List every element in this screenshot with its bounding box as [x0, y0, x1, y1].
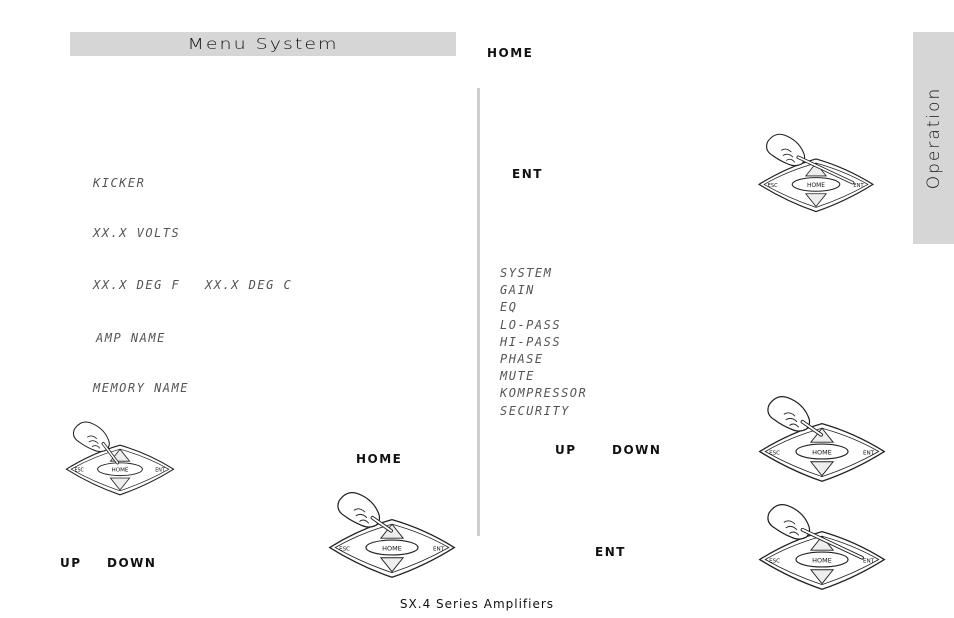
display-line-kicker: KICKER [93, 176, 146, 190]
keypad-esc-label: ESC [769, 558, 780, 564]
page-footer: SX.4 Series Amplifiers [399, 597, 555, 611]
down-key-label: DOWN [107, 556, 157, 570]
keypad-esc-label: ESC [74, 468, 84, 474]
down-key-label-right: DOWN [612, 443, 662, 457]
keypad-esc-label: ESC [339, 546, 350, 552]
up-key-label: UP [60, 556, 82, 570]
keypad-home-label: HOME [807, 182, 825, 189]
keypad-home-label: HOME [812, 448, 832, 456]
keypad-ent-label: ENT [853, 183, 864, 189]
menu-list: SYSTEM GAIN EQ LO-PASS HI-PASS PHASE MUT… [500, 265, 587, 420]
keypad-ent-right-bottom: HOME ESC ENT [758, 504, 886, 590]
ent-key-label-bottom: ENT [595, 545, 626, 559]
keypad-home-label: HOME [112, 468, 129, 474]
keypad-up-left: HOME ESC ENT [328, 492, 456, 578]
menu-item-kompressor: KOMPRESSOR [500, 386, 588, 401]
display-line-volts: XX.X VOLTS [93, 226, 181, 240]
menu-item-lo-pass: LO-PASS [500, 317, 562, 332]
keypad-esc-label: ESC [768, 183, 778, 189]
menu-item-gain: GAIN [500, 283, 535, 298]
home-key-label: HOME [356, 452, 403, 466]
pointing-hand-icon [767, 396, 823, 437]
side-tab-label: Operation [923, 86, 944, 190]
pointing-hand-icon [72, 421, 120, 465]
menu-item-eq: EQ [500, 300, 518, 315]
side-tab: Operation [913, 32, 954, 244]
display-line-deg-c: XX.X DEG C [205, 278, 293, 292]
column-divider [477, 88, 480, 536]
down-arrow-icon [379, 557, 405, 573]
pointing-hand-icon [766, 133, 855, 185]
section-title-bar: Menu System [70, 32, 456, 56]
down-arrow-icon [109, 477, 131, 491]
display-line-amp-name: AMP NAME [96, 331, 166, 345]
keypad-ent-label: ENT [433, 546, 445, 552]
keypad-up-right: HOME ESC ENT [758, 396, 886, 482]
keypad-home-label: HOME [812, 556, 832, 564]
down-arrow-icon [804, 193, 828, 208]
ent-key-label: ENT [512, 167, 543, 181]
display-line-deg-f: XX.X DEG F [93, 278, 181, 292]
keypad-esc-label: ESC [769, 450, 780, 456]
down-arrow-icon [809, 569, 835, 585]
pointing-hand-icon [767, 504, 864, 560]
up-key-label-right: UP [555, 443, 577, 457]
keypad-home-left: HOME ESC ENT [65, 421, 175, 496]
display-line-memory-name: MEMORY NAME [93, 381, 189, 395]
menu-item-phase: PHASE [500, 352, 544, 367]
home-key-label-top: HOME [487, 46, 534, 60]
page-title: Menu System [187, 35, 339, 53]
menu-item-mute: MUTE [500, 369, 535, 384]
keypad-ent-label: ENT [863, 558, 875, 564]
pointing-hand-icon [337, 492, 393, 533]
menu-item-hi-pass: HI-PASS [500, 334, 562, 349]
down-arrow-icon [809, 461, 835, 477]
keypad-ent-label: ENT [863, 450, 875, 456]
menu-item-system: SYSTEM [500, 266, 553, 280]
keypad-ent-label: ENT [155, 468, 165, 474]
menu-item-security: SECURITY [500, 403, 570, 418]
keypad-home-label: HOME [382, 544, 402, 552]
keypad-ent-right-top: HOME ESC ENT [757, 133, 875, 213]
